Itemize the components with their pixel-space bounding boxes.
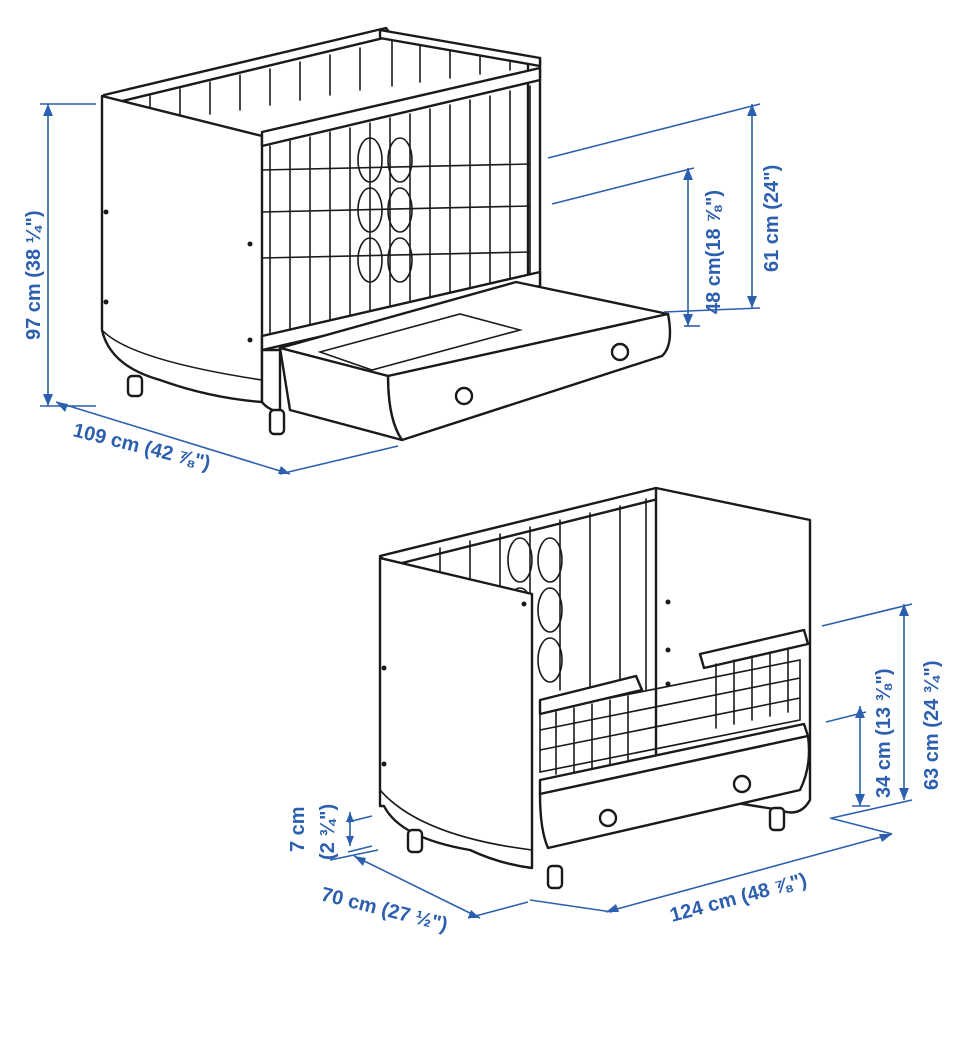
bed-clearance-label-a: 7 cm <box>287 806 309 852</box>
crib-rail-low-dimension: 48 cm(18 ⅞") <box>551 167 725 327</box>
crib-rail-low-label: 48 cm(18 ⅞") <box>703 190 725 314</box>
crib-rail-high-label: 61 cm (24") <box>761 165 783 272</box>
bed-mattress-base <box>539 659 801 773</box>
bed-left-panel <box>378 556 534 870</box>
bed-depth-label: 70 cm (27 ½") <box>319 884 450 937</box>
bed-back-slats <box>439 498 647 691</box>
crib-height-dimension: 97 cm (38 ¼") <box>23 103 96 407</box>
toddler-bed-illustration <box>378 486 812 890</box>
crib-drawer <box>278 280 672 442</box>
crib-left-panel <box>100 94 264 404</box>
bed-side-low-dimension: 34 cm (13 ⅜") <box>825 668 895 807</box>
bed-side-high-label: 63 cm (24 ¾") <box>921 660 943 790</box>
bed-clearance-label-b: (2 ¾") <box>317 804 339 860</box>
bed-side-high-dimension: 63 cm (24 ¾") <box>821 603 943 819</box>
bed-guard-rails <box>538 628 810 775</box>
bed-side-low-label: 34 cm (13 ⅜") <box>873 668 895 798</box>
crib-rail-high-dimension: 61 cm (24") <box>547 103 783 313</box>
crib-mattress-base <box>261 137 531 283</box>
bed-length-label: 124 cm (48 ⅞") <box>668 869 810 927</box>
crib-illustration <box>100 26 672 442</box>
bed-clearance-dimension: 7 cm (2 ¾") <box>287 804 373 860</box>
crib-height-label: 97 cm (38 ¼") <box>23 210 45 340</box>
bed-depth-dimension: 70 cm (27 ½") <box>319 849 529 937</box>
